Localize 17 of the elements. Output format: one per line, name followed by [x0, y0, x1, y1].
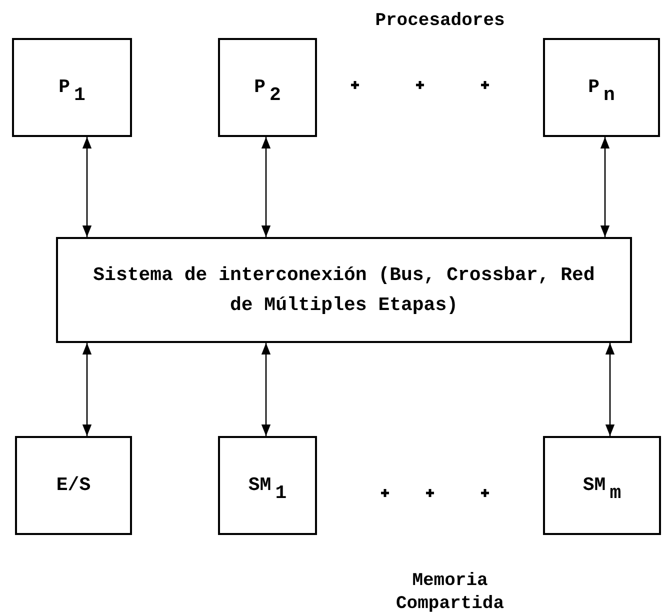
- process-box: [12, 38, 132, 137]
- process-box: [15, 436, 132, 535]
- process-box: [543, 38, 660, 137]
- arrow: [600, 137, 610, 237]
- arrow: [261, 343, 271, 436]
- node-label: E/S: [56, 473, 91, 498]
- node-label: Sistema de interconexión (Bus, Crossbar, Red de Múltiples Etapas): [92, 262, 596, 318]
- arrow: [605, 343, 615, 436]
- group-label: Procesadores: [374, 10, 506, 33]
- process-box: [543, 436, 661, 535]
- process-box: [218, 38, 317, 137]
- process-box: [218, 436, 317, 535]
- arrow: [82, 137, 92, 237]
- interconnect-box: [56, 237, 632, 343]
- arrow: [82, 343, 92, 436]
- arrow: [261, 137, 271, 237]
- group-label: Memoria Compartida: [394, 570, 506, 612]
